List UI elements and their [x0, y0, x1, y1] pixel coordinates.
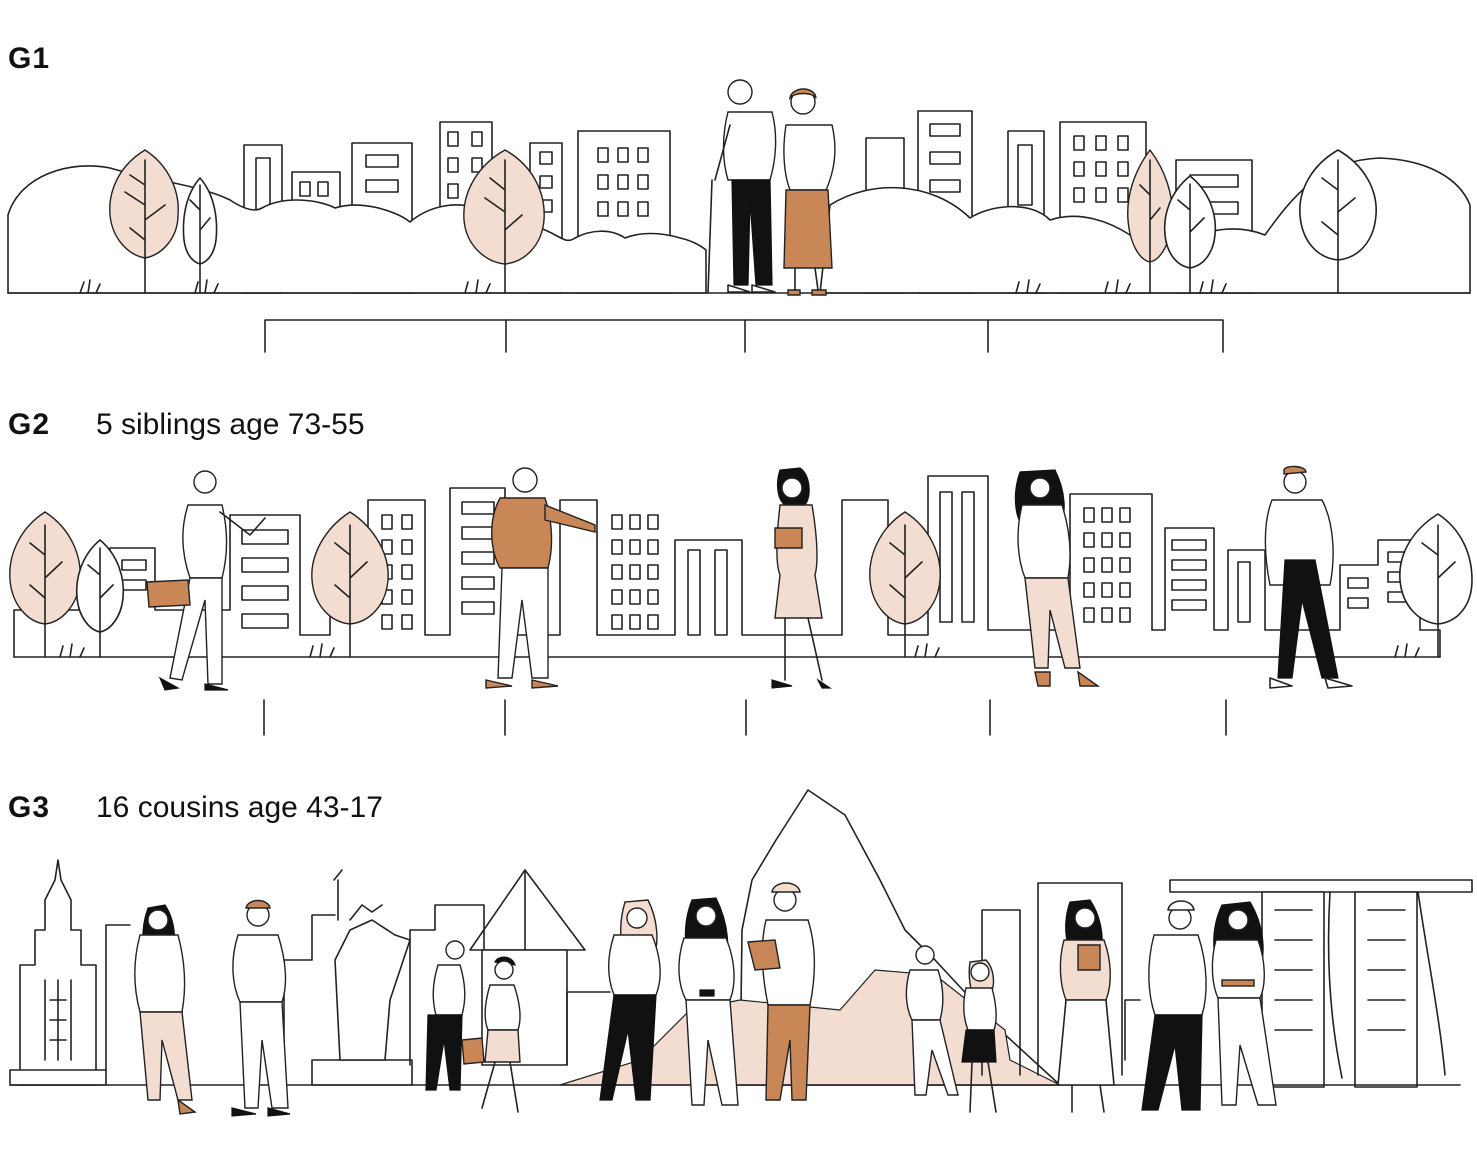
g1-grandfather [707, 79, 777, 294]
g2-tree-1 [9, 511, 81, 658]
g3-statue [311, 869, 413, 1086]
g2-buildings [13, 475, 1441, 658]
g2-tree-3 [311, 511, 389, 658]
g1-scene [7, 79, 1471, 353]
g2-sibling-2 [485, 467, 596, 689]
g2-to-g3-ticks [263, 699, 1227, 736]
g1-grandmother [783, 88, 836, 296]
g3-tower-hotel [1169, 879, 1473, 1088]
g2-tree-4 [869, 511, 941, 658]
generation-description-g2: 5 siblings age 73-55 [96, 408, 365, 441]
g2-scene [9, 465, 1473, 736]
g3-cousin-6 [678, 897, 739, 1106]
g1-tree-6 [1299, 149, 1377, 294]
g3-cousin-10 [1057, 899, 1115, 1113]
g3-cousin-11 [1141, 900, 1207, 1111]
g3-cousin-1 [134, 904, 197, 1115]
g3-scene [9, 789, 1473, 1117]
g3-cousin-12 [1211, 901, 1277, 1106]
g2-tree-5 [1399, 513, 1473, 658]
g3-cousin-2 [231, 899, 291, 1117]
g1-tree-5 [1163, 175, 1217, 294]
g3-cousin-3 [425, 940, 466, 1091]
g2-sibling-4 [1014, 469, 1101, 687]
g3-cousin-9 [961, 959, 997, 1113]
generation-label-g3: G3 [8, 791, 51, 824]
g3-skyscraper [9, 859, 107, 1086]
generation-label-g1: G1 [8, 42, 51, 75]
g3-cousin-5 [599, 899, 661, 1101]
g1-to-g2-connector [264, 319, 1224, 353]
g1-tree-4 [1127, 148, 1173, 294]
generation-description-g3: 16 cousins age 43-17 [96, 791, 383, 824]
g1-tree-1 [109, 149, 179, 294]
g2-sibling-3 [771, 467, 832, 689]
g3-cousin-8 [905, 945, 959, 1096]
generation-label-g2: G2 [8, 408, 51, 441]
g1-tree-2 [182, 177, 218, 294]
g3-cousin-4 [461, 956, 521, 1113]
g2-grass [59, 643, 1420, 658]
g1-grass [79, 279, 1227, 294]
g2-sibling-1 [146, 470, 266, 691]
g1-tree-3 [463, 149, 545, 294]
g2-tree-2 [75, 539, 125, 658]
g3-cousin-7 [747, 882, 815, 1101]
g2-sibling-5 [1264, 465, 1353, 689]
